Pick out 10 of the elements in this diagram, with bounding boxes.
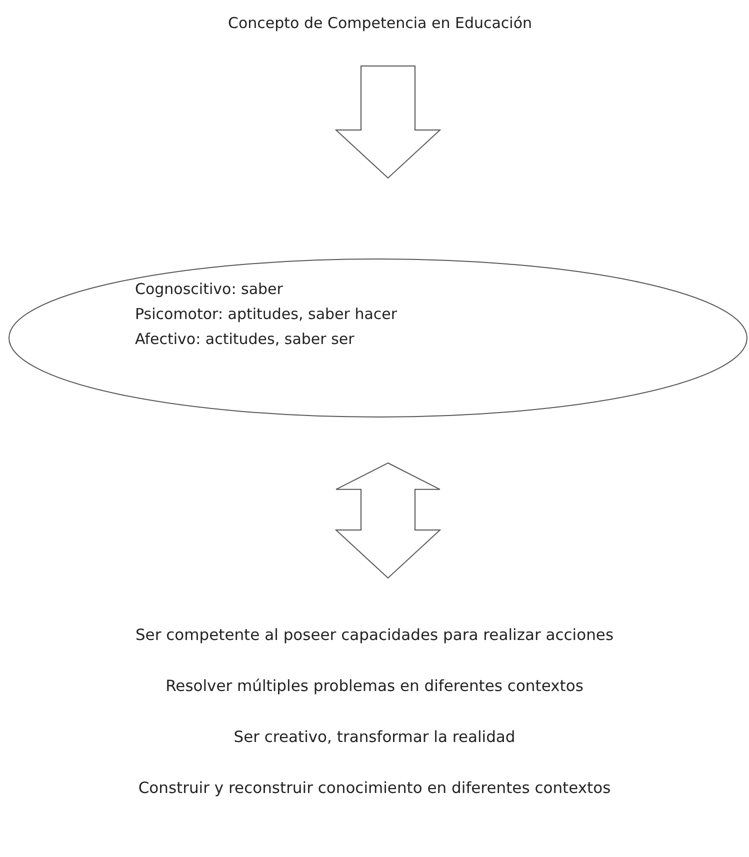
ellipse-text: Cognoscitivo: saber [135,280,283,298]
statement-text: Ser competente al poseer capacidades para realizar acciones [134,626,615,644]
statement-text: Resolver múltiples problemas en diferentes contextos [164,677,584,695]
ellipse-text: Afectivo: actitudes, saber ser [135,330,354,348]
ellipse-text: Psicomotor: aptitudes, saber hacer [135,305,398,323]
double-block-arrow [334,462,442,579]
statement-text: Ser creativo, transformar la realidad [232,728,516,746]
statement-text: Construir y reconstruir conocimiento en diferentes contextos [137,779,612,797]
diagram-heading: Concepto de Competencia en Educación [226,14,534,32]
block-arrow [334,66,442,179]
